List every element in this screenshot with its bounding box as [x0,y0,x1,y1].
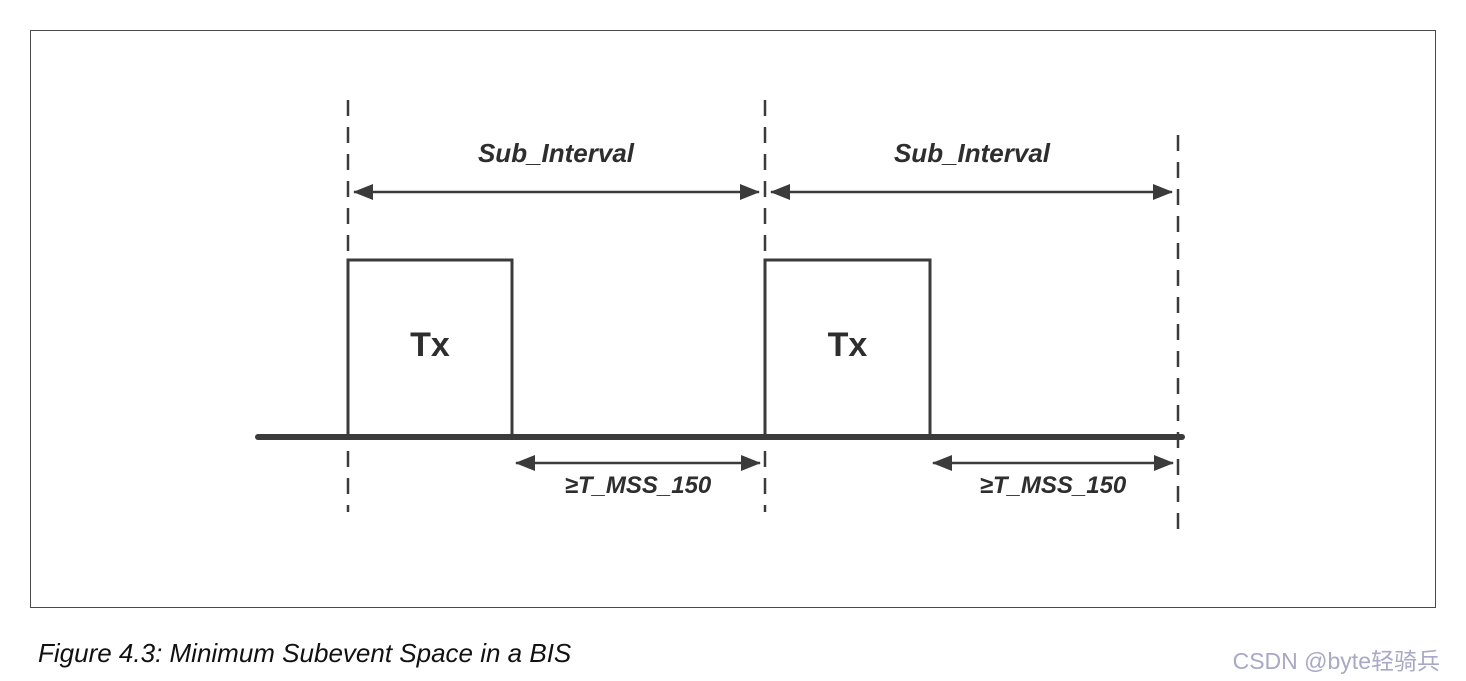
figure-caption: Figure 4.3: Minimum Subevent Space in a … [38,638,572,668]
sub-interval-label-2: Sub_Interval [893,138,1051,168]
watermark-text: CSDN @byte轻骑兵 [1232,648,1440,674]
t-mss-label-2: ≥T_MSS_150 [979,472,1127,499]
tx-box-1 [346,258,514,439]
tx-label-2: Tx [827,326,868,364]
tx-label-1: Tx [410,326,450,364]
t-mss-label-1: ≥T_MSS_150 [564,472,712,499]
sub-interval-label-1: Sub_Interval [477,138,635,168]
figure-frame [30,30,1436,608]
